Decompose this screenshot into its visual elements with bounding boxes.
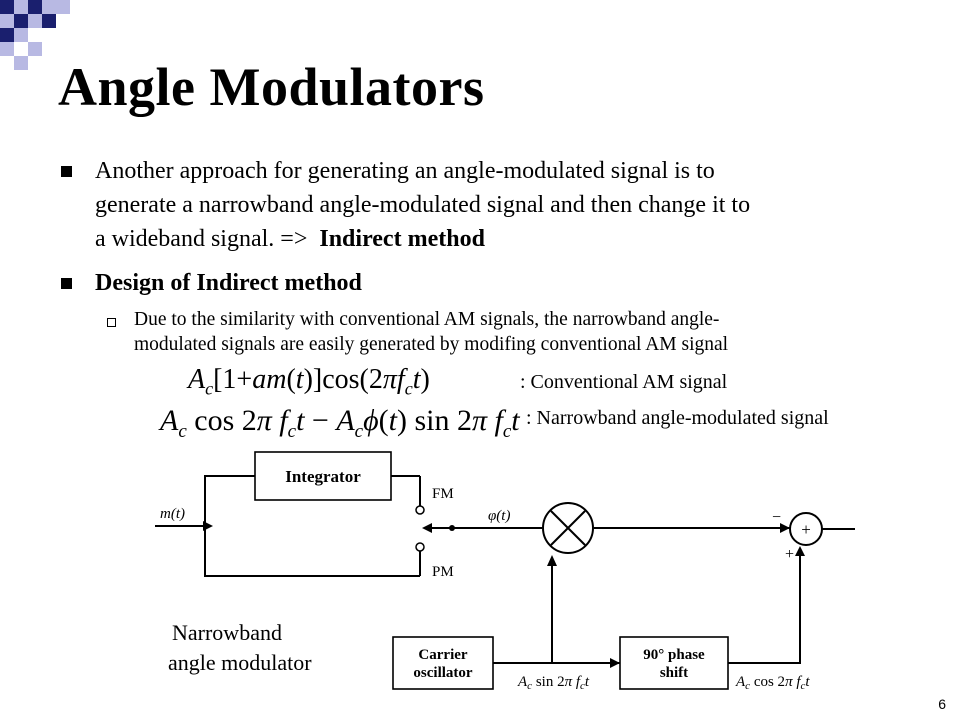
phase-shift-to-summer	[728, 550, 801, 664]
phase-shift-input-arrowhead	[610, 658, 620, 668]
fm-terminal	[415, 505, 425, 515]
sub-bullet-line-1: Due to the similarity with conventional …	[134, 309, 720, 330]
slide-title: Angle Modulators	[58, 57, 485, 117]
bullet-1-text: Another approach for generating an angle…	[95, 154, 935, 256]
phase-shift-block	[619, 636, 729, 690]
input-label: m(t)	[160, 506, 185, 522]
switch-arrowhead	[422, 523, 432, 533]
carrier-label-2: oscillator	[413, 665, 472, 681]
pm-label: PM	[432, 564, 454, 580]
page-number: 6	[938, 696, 946, 712]
phase-shift-label-1: 90° phase	[643, 647, 705, 663]
bullet-1-line-2: generate a narrowband angle-modulated si…	[95, 192, 751, 218]
indirect-method-emphasis: Indirect method	[319, 226, 485, 252]
pm-terminal	[415, 542, 425, 552]
integrator-label: Integrator	[285, 467, 361, 486]
caption-line-1: Narrowband	[172, 620, 282, 645]
carrier-label-1: Carrier	[418, 647, 467, 663]
bullet-1-line-1: Another approach for generating an angle…	[95, 158, 715, 184]
sub-bullet-marker	[107, 318, 116, 327]
bullet-marker	[61, 166, 72, 177]
conventional-am-equation: Ac[1+am(t)]cos(2πfct)	[188, 364, 430, 399]
carrier-sin-label: Ac sin 2π fct	[517, 674, 590, 692]
input-arrowhead	[203, 521, 213, 531]
carrier-oscillator-block	[392, 636, 494, 690]
diagram-caption: Narrowband angle modulator	[150, 618, 370, 678]
phi-junction-dot	[449, 525, 455, 531]
phi-label: φ(t)	[488, 508, 510, 524]
phase-cos-label: Ac cos 2π fct	[735, 674, 810, 692]
bullet-1-line-3-prefix: a wideband signal. =>	[95, 226, 308, 252]
caption-line-2: angle modulator	[168, 650, 312, 675]
sub-bullet-text: Due to the similarity with conventional …	[134, 307, 934, 357]
summer-plus-arrowhead	[795, 546, 805, 556]
narrowband-label: : Narrowband angle-modulated signal	[526, 407, 829, 429]
conventional-am-label: : Conventional AM signal	[520, 371, 728, 393]
fm-label: FM	[432, 486, 454, 502]
mixer-symbol	[542, 502, 594, 554]
mixer-input-arrowhead	[547, 555, 557, 566]
narrowband-equation: Ac cos 2π fct − Acϕ(t) sin 2π fct	[160, 404, 520, 442]
bullet-marker	[61, 278, 72, 289]
phase-shift-label-2: shift	[660, 665, 688, 681]
summer-plus-input-label: +	[785, 546, 794, 563]
summer-minus-label: −	[772, 509, 781, 526]
bullet-1-line-3: a wideband signal. => Indirect method	[95, 222, 935, 256]
input-upper-path	[204, 475, 420, 577]
sub-bullet-line-2: modulated signals are easily generated b…	[134, 334, 729, 355]
summer-plus-symbol: +	[801, 520, 811, 539]
summer-minus-arrowhead	[780, 523, 790, 533]
bullet-2-text: Design of Indirect method	[95, 270, 362, 296]
